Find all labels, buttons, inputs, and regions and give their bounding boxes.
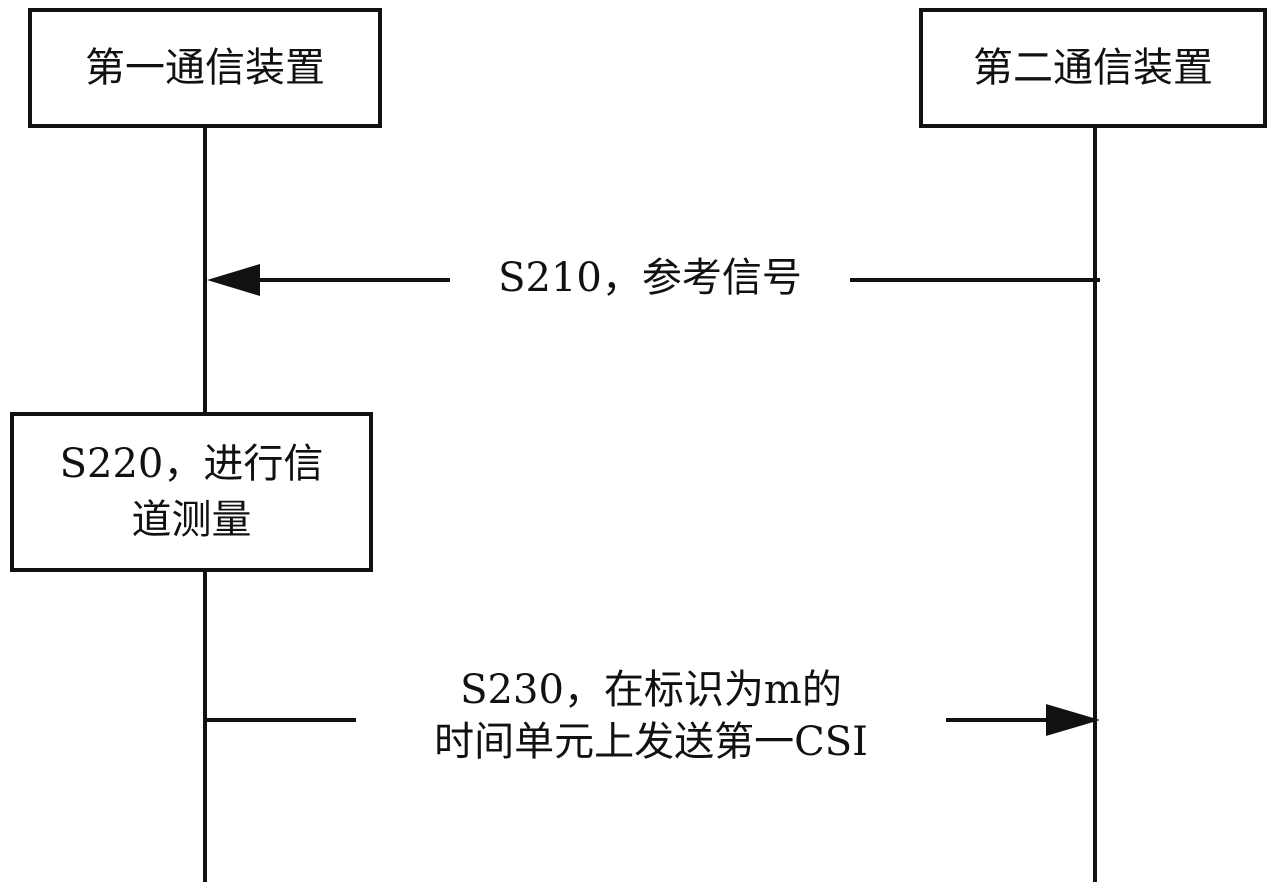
message-s210-text: S210，参考信号: [498, 255, 802, 301]
message-s210-label: S210，参考信号: [450, 252, 850, 308]
step-s220-line2: 道测量: [131, 497, 252, 543]
message-s230-label: S230，在标识为m的 时间单元上发送第一CSI: [356, 664, 946, 772]
participant-first-label: 第一通信装置: [85, 45, 325, 91]
message-s230-line1: S230，在标识为m的: [460, 667, 842, 713]
arrow-s210-head: [207, 264, 260, 296]
step-s220-line1: S220，进行信: [59, 441, 324, 487]
step-s220-text: S220，进行信 道测量: [60, 436, 324, 548]
message-s230-line2: 时间单元上发送第一CSI: [434, 719, 868, 765]
step-s220-box: S220，进行信 道测量: [10, 412, 373, 572]
arrow-s230-head: [1046, 704, 1100, 736]
participant-first-box: 第一通信装置: [28, 8, 382, 128]
participant-second-box: 第二通信装置: [919, 8, 1267, 128]
participant-second-label: 第二通信装置: [973, 45, 1213, 91]
